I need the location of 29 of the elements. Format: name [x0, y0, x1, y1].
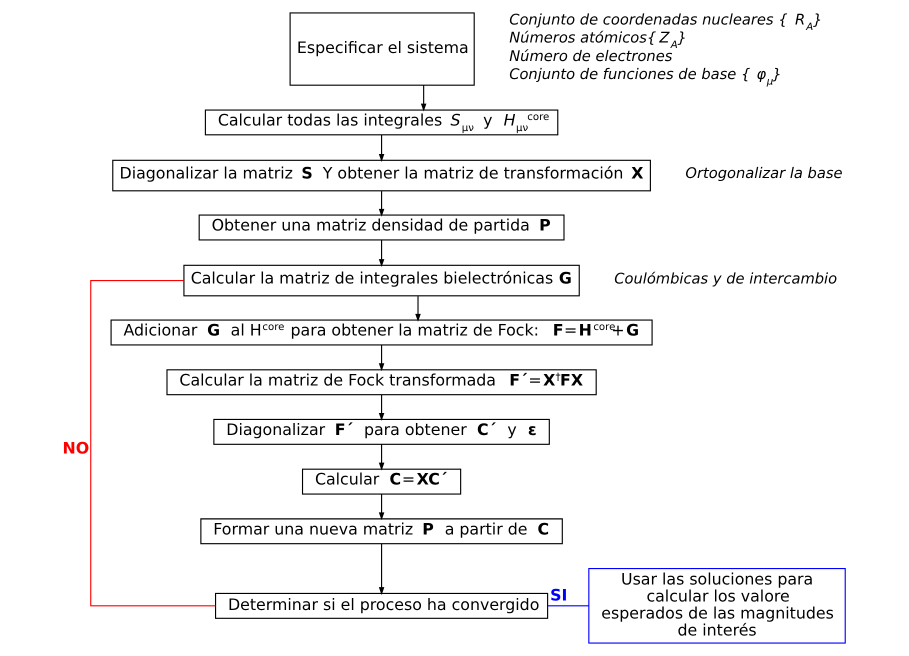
node-box: Determinar si el proceso ha convergido [214, 592, 548, 619]
arrow [378, 444, 384, 471]
connector [90, 280, 216, 606]
node-box: Adicionar G al H$^{core}$ para obtener la matriz de Fock: F=H$^{core}$+G [110, 320, 652, 346]
arrow [378, 134, 384, 162]
node-box: Diagonalizar la matriz S Y obtener la matriz de transformación X [112, 160, 650, 192]
node-label: Coulómbicas y de intercambio [614, 270, 837, 288]
node-box: Calcular C=XC´ [301, 468, 461, 495]
edge-label: NO [62, 438, 89, 458]
connector [547, 605, 588, 606]
node-box: Formar una nueva matriz P a partir de C [200, 518, 562, 544]
node-label: Conjunto de funciones de base {φ$_{μ}$} [508, 66, 782, 88]
arrow [378, 394, 384, 421]
node-label: Número de electrones [508, 48, 672, 65]
node-box: Diagonalizar F´ para obtener C´ y ε [212, 418, 550, 445]
node-label: Ortogonalizar la base [684, 165, 842, 182]
node-box: Calcular la matriz de integrales bielectrónicas G [182, 264, 580, 296]
node-box: Especificar el sistema [289, 12, 474, 86]
node-box: Usar las soluciones para calcular los valore esperados de las magnitudes de interés [588, 568, 846, 644]
node-box: Calcular la matriz de Fock transformada F´=X$^{†}$FX [166, 369, 596, 396]
arrow [378, 191, 384, 217]
arrow [378, 345, 384, 372]
arrow [378, 494, 384, 520]
arrow [420, 85, 426, 112]
arrow [414, 296, 420, 322]
arrow [378, 544, 384, 596]
edge-label: SI [550, 585, 567, 604]
node-box: Obtener una matriz densidad de partida P [198, 214, 564, 240]
arrow [378, 240, 384, 267]
